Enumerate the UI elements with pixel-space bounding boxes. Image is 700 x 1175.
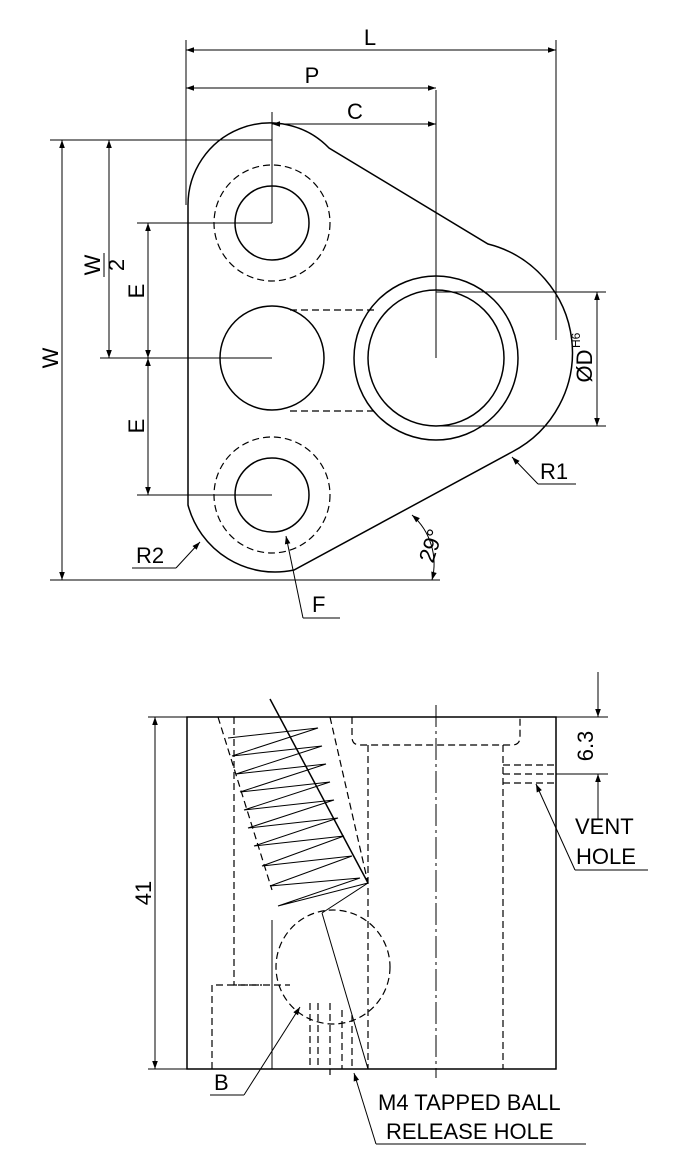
f-leader — [284, 535, 304, 619]
ball-guide-line — [321, 912, 369, 1070]
spring-bore-left-hidden — [217, 716, 273, 891]
tapped-label-line2: RELEASE HOLE — [386, 1119, 554, 1144]
lower-hidden-path — [233, 717, 290, 986]
side-body — [186, 716, 557, 1070]
dim-E-lower-label: E — [124, 419, 149, 434]
dim-P-label: P — [305, 63, 320, 88]
spring-coil — [227, 727, 369, 914]
b-leader — [243, 1006, 301, 1096]
r1-leader — [511, 456, 539, 485]
label-F: F — [312, 592, 325, 617]
lower-pocket-hidden — [211, 984, 262, 1069]
r2-leader — [175, 541, 201, 569]
angle-arc — [411, 514, 437, 581]
vent-label-line2: HOLE — [576, 844, 636, 869]
top-view: L P C W W 2 E E ØD H6 — [38, 25, 606, 619]
dim-E-upper-label: E — [124, 284, 149, 299]
dim-diameter-tolerance: H6 — [569, 332, 583, 348]
vent-leader — [535, 783, 576, 871]
dim-C-label: C — [347, 99, 363, 124]
dim-W-half-numerator: W — [80, 254, 105, 275]
dim-diameter-label: ØD — [572, 350, 597, 383]
dim-W-half-denominator: 2 — [104, 259, 129, 271]
bore-hidden-top — [351, 717, 521, 746]
tapped-leader — [353, 1072, 377, 1145]
dim-diameter-group: ØD H6 — [569, 332, 597, 382]
vent-label-line1: VENT — [575, 814, 634, 839]
dim-W-half-fraction: W 2 — [80, 253, 129, 277]
tapped-label-line1: M4 TAPPED BALL — [378, 1090, 561, 1115]
angle-label: 29° — [414, 526, 448, 565]
ball-hidden — [275, 909, 391, 1025]
dim-W-label: W — [38, 347, 63, 368]
radius-R2-label: R2 — [136, 543, 164, 568]
label-B: B — [214, 1070, 229, 1095]
side-view: 41 6.3 VENT HOLE B M4 TAPPED BALL RELEAS… — [131, 672, 648, 1145]
radius-R1-label: R1 — [540, 459, 568, 484]
spring-bore-right-hidden — [329, 716, 369, 884]
dim-height-label: 41 — [131, 881, 156, 905]
dim-vent-depth-label: 6.3 — [573, 731, 598, 762]
spring-bore-right-edge — [269, 698, 369, 884]
dim-L-label: L — [364, 25, 376, 50]
part-outline — [187, 122, 574, 573]
